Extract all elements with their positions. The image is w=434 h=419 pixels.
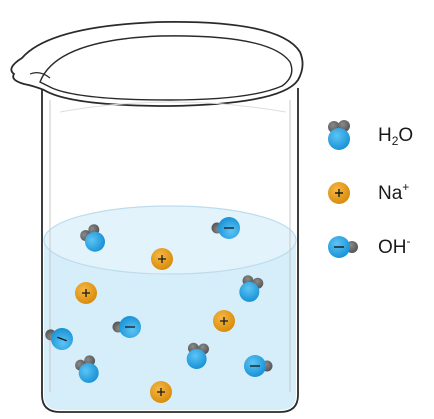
sodium-ion — [151, 248, 173, 270]
sodium-ion — [75, 282, 97, 304]
legend-item-sodium: Na+ — [322, 176, 434, 212]
beaker — [10, 20, 304, 413]
water-molecule-icon — [328, 120, 350, 150]
hydroxide-ion — [211, 217, 240, 239]
legend-label-hydroxide: OH- — [378, 234, 411, 258]
legend-label-sodium: Na+ — [378, 180, 410, 204]
sodium-ion — [213, 310, 235, 332]
hydroxide-ion-icon — [328, 236, 358, 258]
particles — [45, 217, 273, 403]
legend-item-hydroxide: OH- — [322, 230, 434, 266]
hydroxide-ion — [112, 316, 141, 338]
solution-liquid — [44, 240, 296, 410]
sodium-ion-icon — [328, 182, 350, 204]
legend-item-water: H2O — [322, 118, 434, 154]
water-molecule — [186, 342, 209, 369]
water-molecule — [80, 224, 105, 252]
beaker-rim — [10, 20, 304, 107]
hydroxide-ion — [45, 328, 73, 350]
legend-label-water: H2O — [378, 125, 414, 148]
water-molecule — [75, 355, 99, 383]
water-molecule — [239, 275, 264, 302]
sodium-ion — [150, 381, 172, 403]
hydroxide-ion — [244, 355, 273, 377]
